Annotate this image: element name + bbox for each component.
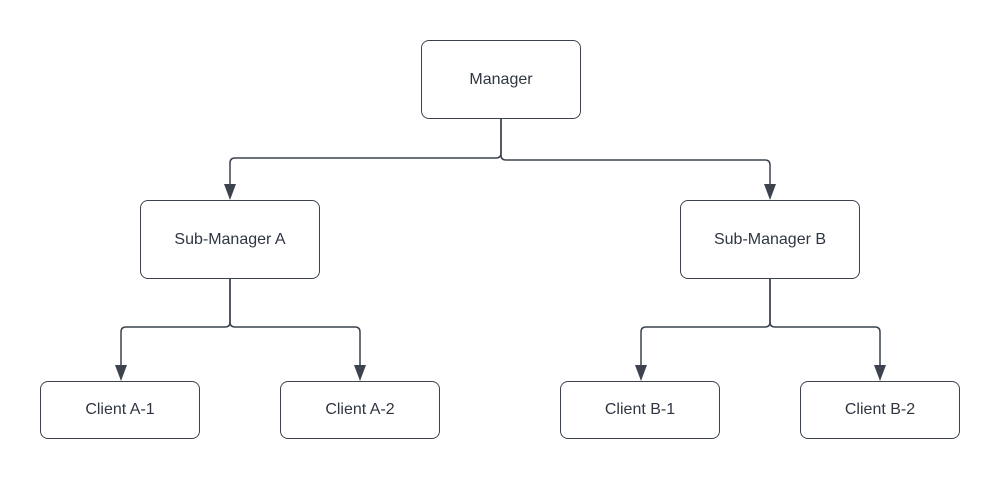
arrowhead-into-client-b1: [635, 365, 647, 381]
arrowhead-into-client-a2: [354, 365, 366, 381]
arrowhead-into-sub-manager-b: [764, 184, 776, 200]
node-sub-manager-a[interactable]: Sub-Manager A: [140, 200, 320, 279]
node-client-a2-label: Client A-2: [325, 401, 395, 419]
node-sub-manager-a-label: Sub-Manager A: [174, 230, 286, 248]
node-manager-label: Manager: [469, 70, 533, 88]
connector-sub-manager-a-to-client-a2[interactable]: [229, 279, 361, 366]
node-client-a1[interactable]: Client A-1: [40, 381, 200, 439]
connector-sub-manager-a-to-client-a1[interactable]: [120, 279, 231, 366]
node-sub-manager-b-label: Sub-Manager B: [713, 230, 827, 248]
connector-manager-to-sub-manager-a[interactable]: [229, 119, 502, 185]
arrowhead-into-client-b2: [874, 365, 886, 381]
connector-sub-manager-b-to-client-b2[interactable]: [769, 279, 881, 366]
node-client-a2[interactable]: Client A-2: [280, 381, 440, 439]
node-sub-manager-b[interactable]: Sub-Manager B: [680, 200, 860, 279]
node-manager[interactable]: Manager: [421, 40, 581, 119]
node-client-b1-label: Client B-1: [604, 401, 676, 419]
arrowhead-into-sub-manager-a: [224, 184, 236, 200]
connector-sub-manager-b-to-client-b1[interactable]: [640, 279, 771, 366]
node-client-b2-label: Client B-2: [844, 401, 916, 419]
arrowhead-into-client-a1: [115, 365, 127, 381]
node-client-b2[interactable]: Client B-2: [800, 381, 960, 439]
connector-manager-to-sub-manager-b[interactable]: [500, 119, 771, 185]
node-client-b1[interactable]: Client B-1: [560, 381, 720, 439]
node-client-a1-label: Client A-1: [85, 401, 155, 419]
